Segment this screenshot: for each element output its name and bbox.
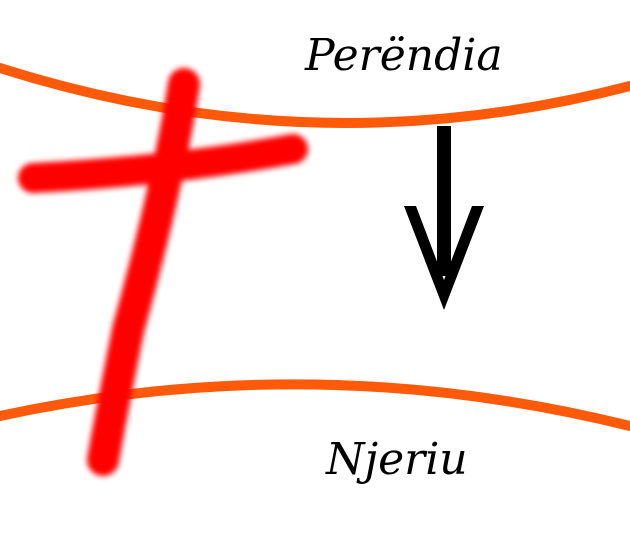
bottom-curve (0, 379, 630, 431)
arrow-shaft (437, 126, 451, 276)
down-arrow-icon (404, 126, 484, 310)
label-man: Njeriu (326, 434, 468, 485)
cross-vertical-beam (87, 68, 200, 476)
cross-horizontal-beam (18, 134, 308, 193)
arrow-head (404, 206, 484, 310)
label-god: Perëndia (305, 30, 503, 81)
top-curve (0, 63, 630, 128)
cross-icon (18, 68, 308, 476)
